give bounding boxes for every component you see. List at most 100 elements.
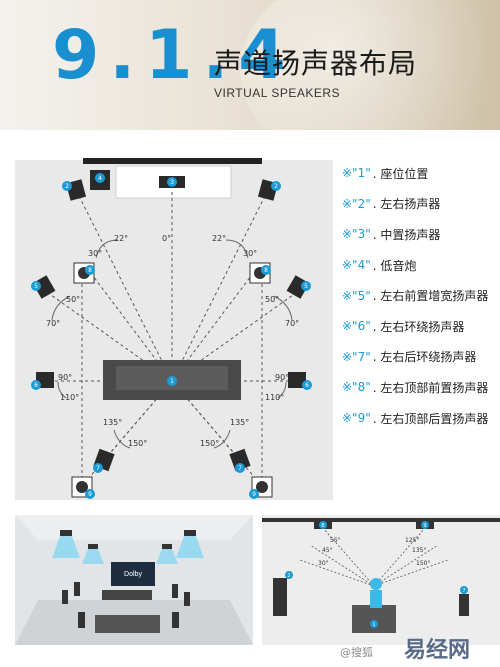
rear-right-speaker-7 xyxy=(229,448,251,472)
angle-0: 0° xyxy=(162,234,171,243)
side-ceiling xyxy=(262,518,500,522)
angle-70-right: 70° xyxy=(285,319,299,328)
marker-4: 4 xyxy=(98,175,102,182)
header-big-number: 9.1.4 xyxy=(52,16,296,95)
angle-30-right: 30° xyxy=(243,249,257,258)
wide-left-speaker-5 xyxy=(32,275,56,299)
screen xyxy=(83,158,262,164)
angle-90-left: 90° xyxy=(58,373,72,382)
marker-7-left: 7 xyxy=(96,465,100,472)
marker-6-left: 6 xyxy=(34,382,38,389)
side-marker-2: 2 xyxy=(287,573,290,579)
wide-right-speaker-5 xyxy=(286,275,310,299)
marker-5-right: 5 xyxy=(304,283,308,290)
legend-code: ※"6" xyxy=(342,319,371,334)
header-banner: 9.1.4 声道扬声器布局 VIRTUAL SPEAKERS xyxy=(0,0,500,130)
legend-item-3: ※"3". 中置扬声器 xyxy=(342,219,500,250)
legend-label: . 左右扬声器 xyxy=(372,197,441,212)
speaker-legend: ※"1". 座位位置 ※"2". 左右扬声器 ※"3". 中置扬声器 ※"4".… xyxy=(342,158,500,433)
angle-110-left: 110° xyxy=(60,393,79,402)
legend-code: ※"7" xyxy=(342,349,371,364)
legend-item-9: ※"9". 左右顶部后置扬声器 xyxy=(342,403,500,434)
perspective-sofa xyxy=(95,615,160,633)
legend-item-8: ※"8". 左右顶部前置扬声器 xyxy=(342,372,500,403)
header-swoosh xyxy=(240,0,500,130)
marker-7-right: 7 xyxy=(238,465,242,472)
angle-135-left: 135° xyxy=(103,418,122,427)
legend-code: ※"9" xyxy=(342,411,371,426)
marker-9-left: 9 xyxy=(88,491,92,498)
surround-right-speaker-6 xyxy=(288,372,306,388)
side-angle-125: 125° xyxy=(405,537,419,544)
ceiling-beam-3 xyxy=(82,549,104,564)
marker-8-left: 8 xyxy=(88,267,92,274)
legend-item-7: ※"7". 左右后环绕扬声器 xyxy=(342,342,500,373)
side-marker-7: 7 xyxy=(462,588,465,594)
room-floor xyxy=(15,160,333,500)
side-marker-9: 9 xyxy=(423,523,426,529)
floor-speaker-1 xyxy=(62,590,68,604)
side-angle-150: 150° xyxy=(416,560,430,567)
side-marker-1: 1 xyxy=(372,622,375,628)
marker-5-left: 5 xyxy=(34,283,38,290)
marker-6-right: 6 xyxy=(305,382,309,389)
marker-8-right: 8 xyxy=(264,267,268,274)
ceiling-speaker-1 xyxy=(60,530,72,536)
legend-code: ※"3" xyxy=(342,227,371,242)
side-angle-lines xyxy=(299,527,449,587)
top-rear-right-driver xyxy=(256,481,268,493)
legend-label: . 左右顶部后置扬声器 xyxy=(372,411,489,426)
ceiling-beam-2 xyxy=(176,536,204,558)
legend-label: . 左右后环绕扬声器 xyxy=(372,350,477,365)
side-rear-speaker xyxy=(459,594,469,616)
legend-label: . 左右顶部前置扬声器 xyxy=(372,380,489,395)
ceiling-speaker-4 xyxy=(162,544,172,549)
angle-110-right: 110° xyxy=(265,393,284,402)
angle-arcs xyxy=(51,239,293,449)
top-rear-left-driver xyxy=(76,481,88,493)
watermark-small: @搜狐 xyxy=(340,646,373,659)
marker-9-right: 9 xyxy=(252,491,256,498)
ceiling-speaker-3 xyxy=(88,544,98,549)
legend-item-1: ※"1". 座位位置 xyxy=(342,158,500,189)
angle-135-right: 135° xyxy=(230,418,249,427)
side-angle-labels: 55° 45° 30° 125° 135° 150° xyxy=(318,537,430,567)
angle-30-left: 30° xyxy=(88,249,102,258)
floor-speaker-4 xyxy=(184,592,190,606)
floor-speaker-5 xyxy=(78,612,85,628)
angle-22-left: 22° xyxy=(114,234,128,243)
angle-22-right: 22° xyxy=(212,234,226,243)
legend-item-5: ※"5". 左右前置增宽扬声器 xyxy=(342,280,500,311)
legend-label: . 左右环绕扬声器 xyxy=(372,319,465,334)
marker-2-left: 2 xyxy=(65,183,69,190)
legend-code: ※"4" xyxy=(342,258,371,273)
legend-item-2: ※"2". 左右扬声器 xyxy=(342,189,500,220)
floor-speaker-3 xyxy=(172,584,178,598)
side-front-speaker xyxy=(273,578,287,616)
legend-item-4: ※"4". 低音炮 xyxy=(342,250,500,281)
side-angle-135: 135° xyxy=(412,547,426,554)
perspective-tv-stand xyxy=(102,590,152,600)
perspective-ceiling xyxy=(15,515,253,540)
side-markers: 8 9 2 7 1 xyxy=(285,521,468,628)
legend-code: ※"1" xyxy=(342,166,371,181)
side-angle-55: 55° xyxy=(330,537,341,544)
legend-code: ※"2" xyxy=(342,196,371,211)
angle-150-left: 150° xyxy=(128,439,147,448)
angle-70-left: 70° xyxy=(46,319,60,328)
side-angle-30: 30° xyxy=(318,560,329,567)
angle-50-right: 50° xyxy=(265,295,279,304)
number-markers: 1 2 2 3 4 5 5 6 6 7 7 8 8 9 9 xyxy=(31,173,312,499)
side-marker-8: 8 xyxy=(321,523,324,529)
angle-50-left: 50° xyxy=(66,295,80,304)
header-title: 声道扬声器布局 xyxy=(214,47,418,80)
side-sofa xyxy=(352,605,396,633)
legend-label: . 中置扬声器 xyxy=(372,227,441,242)
dolby-screen: Dolby xyxy=(111,562,155,586)
watermark-brand: 易经网 xyxy=(404,638,471,663)
legend-label: . 座位位置 xyxy=(372,166,429,181)
legend-label: . 低音炮 xyxy=(372,258,417,273)
ceiling-beam-4 xyxy=(156,549,178,564)
floor-speaker-2 xyxy=(74,582,80,596)
